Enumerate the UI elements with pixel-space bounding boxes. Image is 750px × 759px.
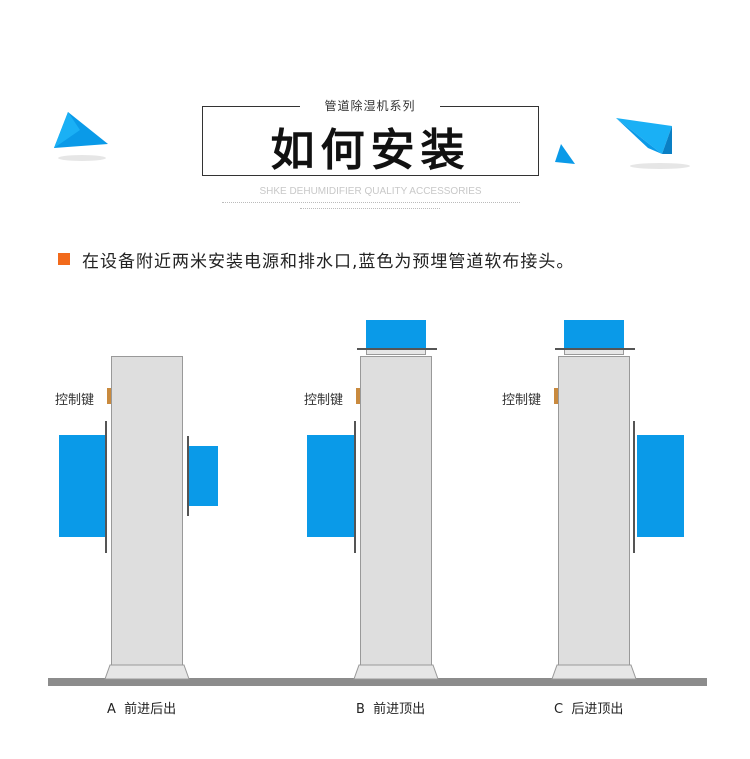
top-collar bbox=[564, 349, 624, 355]
decor-triangle-left bbox=[54, 112, 108, 161]
divider bbox=[300, 208, 440, 209]
bullet-square bbox=[58, 253, 70, 265]
unit-body bbox=[111, 356, 183, 666]
decor-triangle-small bbox=[555, 144, 575, 164]
install-description: 在设备附近两米安装电源和排水口,蓝色为预埋管道软布接头。 bbox=[82, 252, 575, 272]
rear-outlet-duct bbox=[189, 446, 218, 506]
top-outlet-duct bbox=[564, 320, 624, 350]
top-flange bbox=[555, 348, 635, 350]
control-button bbox=[107, 388, 111, 404]
control-button bbox=[554, 388, 558, 404]
top-outlet-duct bbox=[366, 320, 426, 350]
unit-caption: B 前进顶出 bbox=[356, 702, 426, 717]
page-title: 如何安装 bbox=[270, 125, 471, 176]
english-subtitle: SHKE DEHUMIDIFIER QUALITY ACCESSORIES bbox=[259, 186, 482, 197]
inlet-flange bbox=[633, 421, 635, 553]
top-flange bbox=[357, 348, 437, 350]
unit-body bbox=[360, 356, 432, 666]
rear-inlet-duct bbox=[637, 435, 684, 537]
control-label: 控制键 bbox=[55, 393, 95, 408]
ground-line bbox=[48, 678, 707, 686]
series-label: 管道除湿机系列 bbox=[300, 97, 440, 114]
top-collar bbox=[366, 349, 426, 355]
control-label: 控制键 bbox=[304, 393, 344, 408]
title-frame bbox=[202, 106, 539, 176]
unit-body bbox=[558, 356, 630, 666]
inlet-flange bbox=[354, 421, 356, 553]
unit-caption: A 前进后出 bbox=[107, 702, 177, 717]
divider bbox=[222, 202, 520, 203]
control-label: 控制键 bbox=[502, 393, 542, 408]
decor-triangle-right bbox=[616, 118, 690, 169]
front-inlet-duct bbox=[59, 435, 106, 537]
front-inlet-duct bbox=[307, 435, 354, 537]
control-button bbox=[356, 388, 360, 404]
outlet-flange bbox=[187, 436, 189, 516]
unit-caption: C 后进顶出 bbox=[554, 702, 624, 717]
inlet-flange bbox=[105, 421, 107, 553]
